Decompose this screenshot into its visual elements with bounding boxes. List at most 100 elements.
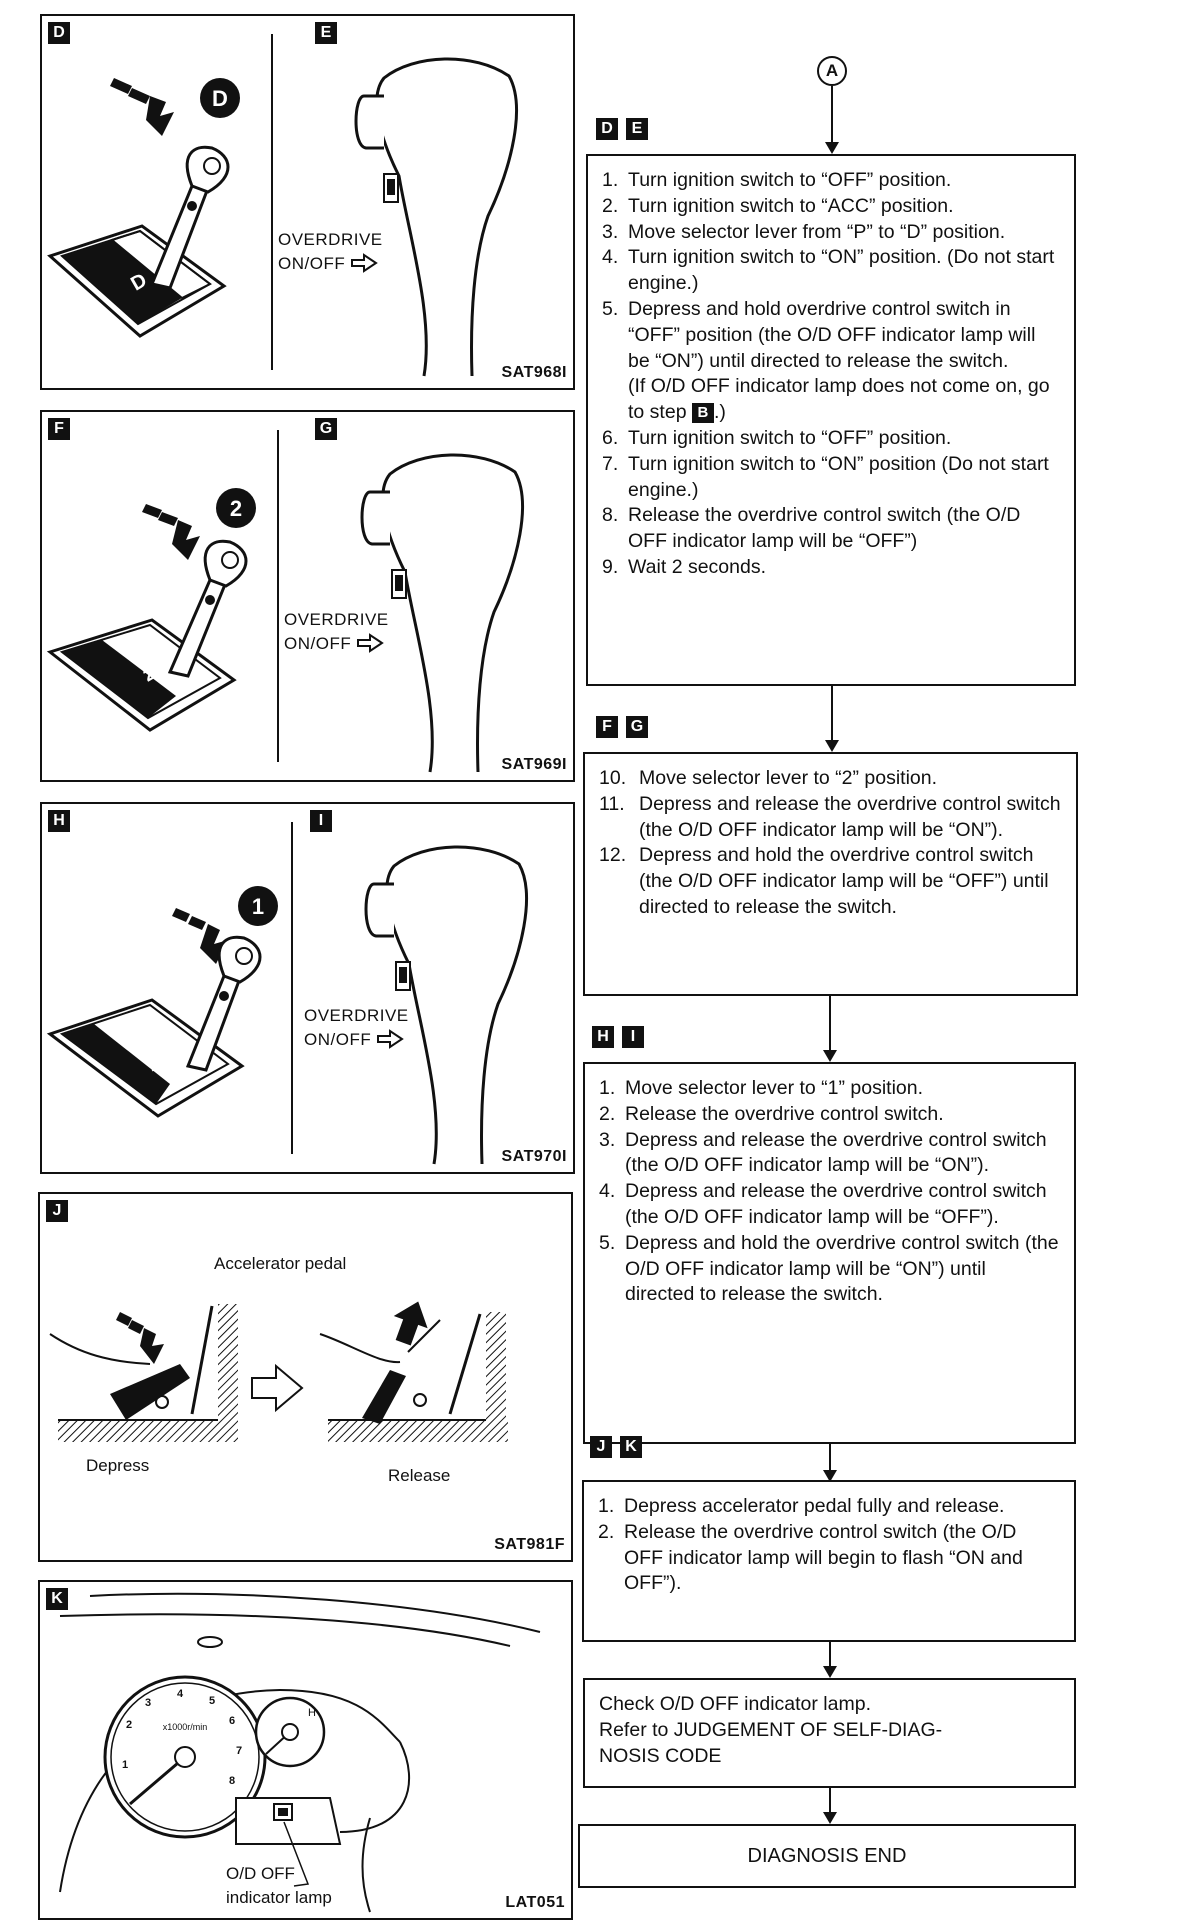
tach-number-5: 5 — [209, 1695, 215, 1707]
step-marker-h-i: H I — [592, 1026, 644, 1048]
diagnosis-end-text: DIAGNOSIS END — [594, 1836, 1060, 1876]
tach-unit-label: x1000r/min — [163, 1722, 208, 1732]
step-item: 2.Turn ignition switch to “ACC” position… — [602, 194, 1060, 220]
flow-arrow — [831, 686, 833, 740]
step-list-10-12: 10.Move selector lever to “2” position. … — [599, 766, 1062, 921]
selector-lever-1-illustration: 1 1 — [42, 804, 292, 1174]
flow-box-steps-1-9: 1.Turn ignition switch to “OFF” position… — [586, 154, 1076, 686]
overdrive-label-line2: ON/OFF — [304, 1030, 371, 1049]
marker-letter-e: E — [626, 118, 648, 140]
marker-letter-i: I — [622, 1026, 644, 1048]
step-item: 12.Depress and hold the overdrive contro… — [599, 843, 1062, 920]
flow-arrow-head — [823, 1050, 837, 1062]
flow-arrow — [829, 996, 831, 1050]
shift-knob-g-illustration — [280, 412, 575, 782]
temp-gauge-mark: H — [308, 1707, 316, 1719]
outline-arrow-icon — [350, 253, 378, 273]
position-badge-1: 1 — [252, 894, 264, 919]
marker-letter-f: F — [596, 716, 618, 738]
step-item: 5.Depress and hold the overdrive control… — [599, 1231, 1060, 1308]
step-item: 4.Turn ignition switch to “ON” position.… — [602, 245, 1060, 297]
flow-box-steps-10-12: 10.Move selector lever to “2” position. … — [583, 752, 1078, 996]
flow-arrow-head — [823, 1812, 837, 1824]
overdrive-label-g: OVERDRIVE ON/OFF — [284, 608, 389, 656]
step-item: 10.Move selector lever to “2” position. — [599, 766, 1062, 792]
overdrive-label-line2: ON/OFF — [278, 254, 345, 273]
step-item: 7.Turn ignition switch to “ON” position … — [602, 452, 1060, 504]
od-off-lamp-line1: O/D OFF — [226, 1862, 332, 1886]
step-item: 2.Release the overdrive control switch. — [599, 1102, 1060, 1128]
flow-arrow-head — [825, 142, 839, 154]
marker-letter-d: D — [596, 118, 618, 140]
overdrive-label-e: OVERDRIVE ON/OFF — [278, 228, 383, 276]
figure-panel-k: K 1 2 3 4 5 6 7 8 x1000r/min H — [38, 1580, 573, 1920]
flow-arrow-head — [825, 740, 839, 752]
step-item: 3.Move selector lever from “P” to “D” po… — [602, 220, 1060, 246]
step-item: 9.Wait 2 seconds. — [602, 555, 1060, 581]
step-item: 1.Move selector lever to “1” position. — [599, 1076, 1060, 1102]
flow-arrow-head — [823, 1666, 837, 1678]
step-item: 4.Depress and release the overdrive cont… — [599, 1179, 1060, 1231]
check-lamp-line1: Check O/D OFF indicator lamp. — [599, 1692, 1060, 1718]
selector-lever-d-illustration: D D — [42, 16, 272, 386]
step-item: 11.Depress and release the overdrive con… — [599, 792, 1062, 844]
connector-a: A — [817, 56, 847, 86]
flow-box-pedal-steps: 1.Depress accelerator pedal fully and re… — [582, 1480, 1076, 1642]
selector-lever-2-illustration: 2 2 — [42, 412, 277, 782]
marker-letter-j: J — [590, 1436, 612, 1458]
step-marker-f-g: F G — [596, 716, 648, 738]
panel-divider — [277, 430, 279, 762]
step-list-pedal: 1.Depress accelerator pedal fully and re… — [598, 1494, 1060, 1597]
marker-letter-h: H — [592, 1026, 614, 1048]
figure-code-sat981f: SAT981F — [494, 1536, 565, 1554]
shift-knob-i-illustration — [294, 804, 575, 1174]
overdrive-label-i: OVERDRIVE ON/OFF — [304, 1004, 409, 1052]
figure-code-sat968i: SAT968I — [502, 364, 567, 382]
flow-box-check-lamp: Check O/D OFF indicator lamp. Refer to J… — [583, 1678, 1076, 1788]
figure-code-sat969i: SAT969I — [502, 756, 567, 774]
flow-arrow — [829, 1788, 831, 1814]
check-lamp-line2: Refer to JUDGEMENT OF SELF-DIAG- — [599, 1718, 1060, 1744]
step-item: 2.Release the overdrive control switch (… — [598, 1520, 1060, 1597]
outline-arrow-icon — [376, 1029, 404, 1049]
step-5-text: Depress and hold overdrive control switc… — [628, 298, 1035, 372]
figure-panel-d-e: D E D D OVERDRIVE ON/OFF SAT968I — [40, 14, 575, 390]
tach-number-4: 4 — [177, 1688, 184, 1700]
release-caption: Release — [388, 1466, 450, 1486]
step-5-note-end: .) — [714, 401, 726, 423]
flow-arrow — [831, 86, 833, 142]
position-badge-2: 2 — [230, 496, 242, 521]
step-item: 8.Release the overdrive control switch (… — [602, 503, 1060, 555]
step-marker-d-e: D E — [596, 118, 648, 140]
figure-panel-h-i: H I 1 1 OVERDRIVE ON/OFF SAT970I — [40, 802, 575, 1174]
overdrive-label-line1: OVERDRIVE — [284, 608, 389, 632]
step-item: 6.Turn ignition switch to “OFF” position… — [602, 426, 1060, 452]
step-marker-j-k: J K — [590, 1436, 642, 1458]
flow-box-diagnosis-end: DIAGNOSIS END — [578, 1824, 1076, 1888]
position-badge-d: D — [212, 86, 228, 111]
figure-panel-j: J Accelerator pedal Depress Release — [38, 1192, 573, 1562]
depress-caption: Depress — [86, 1456, 149, 1476]
step-item: 5. Depress and hold overdrive control sw… — [602, 297, 1060, 426]
step-item: 1.Turn ignition switch to “OFF” position… — [602, 168, 1060, 194]
od-off-lamp-caption: O/D OFF indicator lamp — [226, 1862, 332, 1910]
overdrive-label-line1: OVERDRIVE — [278, 228, 383, 252]
tach-number-2: 2 — [126, 1719, 132, 1731]
check-lamp-line3: NOSIS CODE — [599, 1744, 1060, 1770]
tach-number-3: 3 — [145, 1697, 151, 1709]
figure-panel-f-g: F G 2 2 OVERDRIVE ON/OFF SAT969I — [40, 410, 575, 782]
step-list-1-5: 1.Move selector lever to “1” position. 2… — [599, 1076, 1060, 1308]
figure-code-sat970i: SAT970I — [502, 1148, 567, 1166]
tach-number-1: 1 — [122, 1759, 128, 1771]
accelerator-pedal-illustration — [40, 1194, 575, 1564]
overdrive-label-line2: ON/OFF — [284, 634, 351, 653]
flow-arrow — [829, 1444, 831, 1472]
od-off-lamp-line2: indicator lamp — [226, 1886, 332, 1910]
overdrive-label-line1: OVERDRIVE — [304, 1004, 409, 1028]
tach-number-7: 7 — [236, 1745, 242, 1757]
step-reference-b: B — [692, 403, 714, 423]
marker-letter-k: K — [620, 1436, 642, 1458]
step-list-1-9: 1.Turn ignition switch to “OFF” position… — [602, 168, 1060, 581]
tach-number-6: 6 — [229, 1715, 235, 1727]
marker-letter-g: G — [626, 716, 648, 738]
